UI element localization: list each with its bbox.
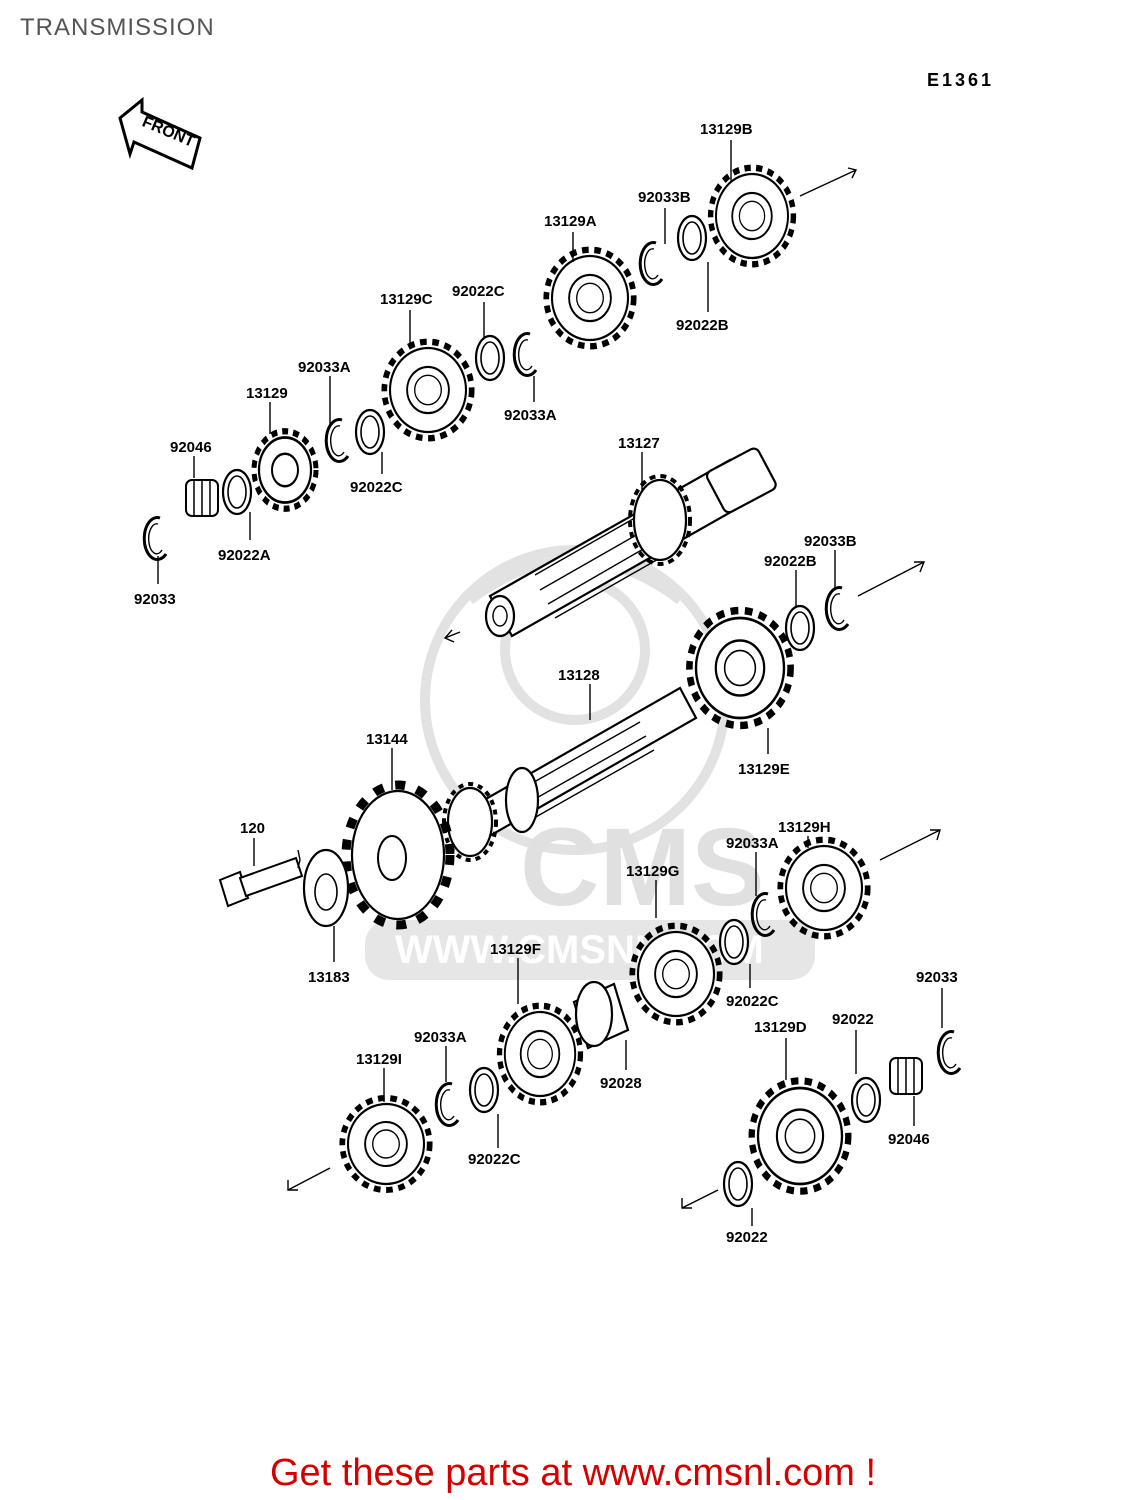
label-92033A-right[interactable]: 92033A [726,835,779,852]
label-13129I[interactable]: 13129I [356,1051,402,1068]
circlip-92033A-low [434,1082,460,1128]
gear-13129A [546,250,633,347]
circlip-92033-left [142,516,168,562]
label-13127[interactable]: 13127 [618,435,660,452]
washer-92022C-low [468,1066,500,1114]
gear-13129H [780,840,867,937]
shaft-13127 [484,447,777,638]
label-13129[interactable]: 13129 [246,385,288,402]
label-13129C[interactable]: 13129C [380,291,433,308]
circlip-92033B-right [824,586,850,632]
label-92022B-top[interactable]: 92022B [676,317,729,334]
shaft-13128 [442,686,698,862]
label-92033A-low[interactable]: 92033A [414,1029,467,1046]
label-92022C-low[interactable]: 92022C [468,1151,521,1168]
label-92022C-right[interactable]: 92022C [726,993,779,1010]
washer-92022B-right [784,604,816,652]
plate-13183 [302,848,350,928]
label-92046-right[interactable]: 92046 [888,1131,930,1148]
label-13129A[interactable]: 13129A [544,213,597,230]
leader-lines [157,140,943,1226]
washer-92022C-top [474,334,506,382]
circlip-92033B-top [638,241,664,287]
label-13129F[interactable]: 13129F [490,941,541,958]
washer-92022B-top [676,214,708,262]
sprocket-13144 [341,780,455,930]
collar-92028 [572,980,630,1050]
label-92022B-right[interactable]: 92022B [764,553,817,570]
label-92022-bottom[interactable]: 92022 [726,1229,768,1246]
label-92028[interactable]: 92028 [600,1075,642,1092]
label-92022A[interactable]: 92022A [218,547,271,564]
page-title: TRANSMISSION [20,14,215,41]
label-120[interactable]: 120 [240,820,265,837]
gear-13129I [342,1098,429,1190]
gear-13129B [711,168,794,265]
label-92022C-top[interactable]: 92022C [452,283,505,300]
bolt-120 [218,849,304,908]
axis-lines [287,167,941,1209]
bearing-92046-left [185,479,219,517]
label-13144[interactable]: 13144 [366,731,408,748]
washer-92022C-right [718,918,750,966]
label-92033A-top[interactable]: 92033A [298,359,351,376]
label-13129E[interactable]: 13129E [738,761,790,778]
watermark-brand: CMS [520,806,764,929]
label-13183[interactable]: 13183 [308,969,350,986]
footer-cta-link[interactable]: Get these parts at www.cmsnl.com ! [269,1452,877,1494]
circlip-92033A-mid [512,332,538,378]
gear-13129C [384,342,471,439]
label-13129G[interactable]: 13129G [626,863,679,880]
washer-92022C-mid [354,408,386,456]
gear-13129D [752,1081,849,1191]
label-92022-right[interactable]: 92022 [832,1011,874,1028]
label-92022C-mid[interactable]: 92022C [350,479,403,496]
label-13129H[interactable]: 13129H [778,819,831,836]
gear-13129 [254,431,316,509]
label-13129D[interactable]: 13129D [754,1019,807,1036]
label-92046-left[interactable]: 92046 [170,439,212,456]
label-92033-right[interactable]: 92033 [916,969,958,986]
label-92033B-right[interactable]: 92033B [804,533,857,550]
circlip-92033-right [936,1030,962,1076]
washer-92022-bottom [722,1160,754,1208]
label-92033B-top[interactable]: 92033B [638,189,691,206]
washer-92022A [221,468,253,516]
label-13129B[interactable]: 13129B [700,121,753,138]
part-labels: 13129B 92033B 13129A 92022C 92022B 13129… [134,121,958,1246]
bearing-92046-right [889,1057,923,1095]
gear-13129F [500,1006,581,1103]
circlip-92033A-top [324,418,350,464]
label-13128[interactable]: 13128 [558,667,600,684]
washer-92022-right [850,1076,882,1124]
front-direction-arrow: FRONT [118,96,202,171]
label-92033-left[interactable]: 92033 [134,591,176,608]
label-92033A-mid[interactable]: 92033A [504,407,557,424]
diagram-code: E1361 [927,70,995,90]
